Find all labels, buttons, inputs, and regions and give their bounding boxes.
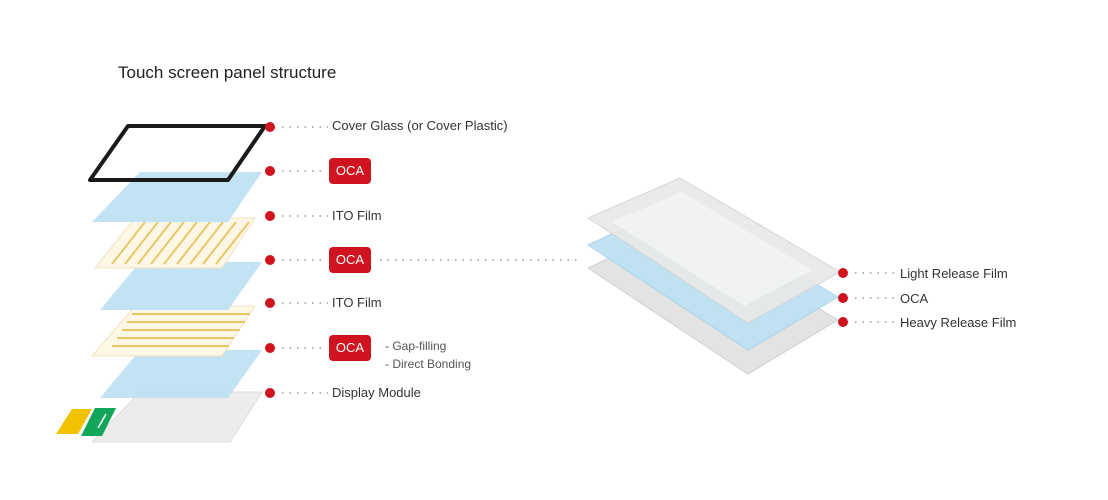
label-oca-film: OCA	[900, 291, 929, 306]
ito-stripes-2	[112, 313, 250, 347]
marker-dot	[265, 122, 275, 132]
marker-dot	[265, 388, 275, 398]
flex-cable-yellow	[56, 409, 92, 434]
oca-layer-2	[100, 262, 262, 310]
marker-dot	[265, 211, 275, 221]
right-connectors	[838, 268, 896, 327]
oca-layer-1	[92, 172, 262, 222]
oca-badge-1: OCA	[329, 158, 371, 184]
oca-film-stack	[586, 177, 842, 375]
oca-badge-2: OCA	[329, 247, 371, 273]
ito-stripes-1	[111, 221, 250, 265]
display-module-layer	[90, 391, 263, 443]
oca-badge-3: OCA	[329, 335, 371, 361]
diagram-title: Touch screen panel structure	[118, 63, 337, 82]
label-display-module: Display Module	[332, 385, 421, 400]
label-ito-film-2: ITO Film	[332, 295, 382, 310]
oca-layer-3	[100, 350, 262, 398]
label-ito-film-1: ITO Film	[332, 208, 382, 223]
marker-dot	[838, 317, 848, 327]
note-direct-bonding: - Direct Bonding	[385, 357, 472, 371]
marker-dot	[265, 343, 275, 353]
note-gap-filling: - Gap-filling	[385, 339, 447, 353]
flex-cable-line	[97, 413, 107, 429]
label-cover-glass: Cover Glass (or Cover Plastic)	[332, 118, 508, 133]
flex-cable-green	[81, 408, 116, 436]
marker-dot	[265, 298, 275, 308]
marker-dot	[265, 255, 275, 265]
cover-glass-layer	[88, 124, 267, 182]
left-connectors	[265, 122, 578, 398]
marker-dot	[265, 166, 275, 176]
marker-dot	[838, 268, 848, 278]
ito-film-layer-1	[93, 217, 256, 269]
label-heavy-release-film: Heavy Release Film	[900, 315, 1017, 330]
light-release-film-sheen	[612, 192, 812, 306]
label-light-release-film: Light Release Film	[900, 266, 1008, 281]
marker-dot	[838, 293, 848, 303]
left-layer-stack	[56, 124, 267, 443]
